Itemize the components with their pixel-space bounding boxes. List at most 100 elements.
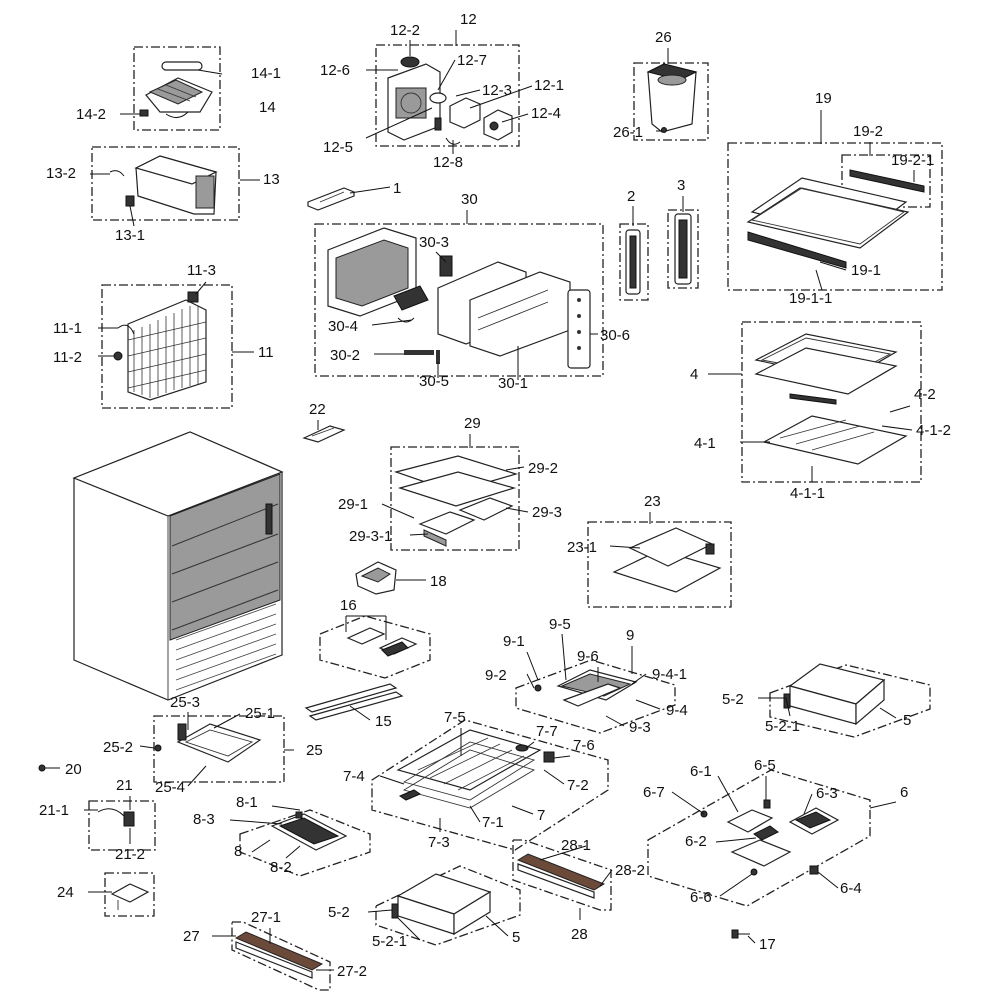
refrigerator-cabinet [72,431,284,701]
box-21 [88,800,156,851]
box-5-bottom [375,865,521,946]
part-label-29-1: 29-1 [338,496,368,513]
part-label-30-6: 30-6 [600,327,630,344]
part-label-27: 27 [183,928,200,945]
part-label-8: 8 [234,843,242,860]
part-label-27-2: 27-2 [337,963,367,980]
part-label-9-2: 9-2 [485,667,507,684]
box-16 [319,615,431,679]
box-26 [633,62,709,141]
part-label-7-3: 7-3 [428,834,450,851]
part-27-trim [234,931,324,979]
part-label-6-3: 6-3 [816,785,838,802]
part-label-12-3: 12-3 [482,82,512,99]
part-9-drawer-rail [534,669,638,707]
part-label-21-2: 21-2 [115,846,145,863]
part-label-17: 17 [759,936,776,953]
part-19-shelf [746,169,925,269]
part-label-30-3: 30-3 [419,234,449,251]
part-label-9-4: 9-4 [666,702,688,719]
part-4-shelf [754,333,908,465]
part-label-11-3: 11-3 [187,262,216,279]
part-label-19-2: 19-2 [853,123,883,140]
part-label-25-4: 25-4 [155,779,185,796]
part-label-30-2: 30-2 [330,347,360,364]
part-label-12-8: 12-8 [433,154,463,171]
part-label-9-6: 9-6 [577,648,599,665]
part-label-30-5: 30-5 [419,373,449,390]
part-label-12-4: 12-4 [531,105,561,122]
part-label-13-1: 13-1 [115,227,145,244]
part-label-5-2-1b: 5-2-1 [372,933,407,950]
part-label-22: 22 [309,401,326,418]
leader-lines [54,30,915,971]
part-label-7-5: 7-5 [444,709,466,726]
box-11 [101,284,233,409]
box-2 [619,223,649,301]
part-21-wire [97,808,135,827]
part-label-6-4: 6-4 [840,880,862,897]
part-label-29-3: 29-3 [532,504,562,521]
part-label-6-6: 6-6 [690,889,712,906]
part-label-6-1: 6-1 [690,763,712,780]
part-label-18: 18 [430,573,447,590]
part-label-19-1-1: 19-1-1 [789,290,832,307]
part-label-11: 11 [258,344,274,361]
part-23-drawer [612,527,722,593]
part-18-bracket [355,561,397,595]
box-29 [390,446,520,551]
part-label-21-1: 21-1 [39,802,69,819]
part-3-strip [674,213,692,285]
part-label-25-2: 25-2 [103,739,133,756]
part-label-8-3: 8-3 [193,811,215,828]
part-label-20: 20 [65,761,82,778]
box-12 [375,44,520,147]
part-label-15: 15 [375,713,392,730]
part-label-13: 13 [263,171,280,188]
part-label-6-5: 6-5 [754,757,776,774]
part-label-7-4: 7-4 [343,768,365,785]
box-23 [587,521,732,608]
part-label-5-2a: 5-2 [722,691,744,708]
part-1-bracket [307,187,355,211]
box-3 [667,209,699,289]
part-label-23: 23 [644,493,661,510]
part-24-plate [110,883,150,910]
part-label-11-1: 11-1 [53,320,82,337]
box-27 [231,921,331,991]
part-label-6: 6 [900,784,908,801]
box-24 [104,872,155,917]
part-label-23-1: 23-1 [567,539,597,556]
part-label-8-2: 8-2 [270,859,292,876]
part-label-25: 25 [306,742,323,759]
part-label-30-1: 30-1 [498,375,528,392]
part-label-24: 24 [57,884,74,901]
part-16-rollers [346,627,418,657]
part-label-12-6: 12-6 [320,62,350,79]
part-label-3: 3 [677,177,685,194]
box-13 [91,146,240,221]
box-8 [239,809,371,877]
part-28-trim [516,853,606,899]
part-8-rail [270,811,348,851]
box-19 [727,142,943,291]
part-label-9-1: 9-1 [503,633,525,650]
part-label-30-4: 30-4 [328,318,358,335]
part-label-5b: 5 [512,929,520,946]
part-label-25-1: 25-1 [245,705,275,722]
part-label-14-2: 14-2 [76,106,106,123]
part-label-12-1: 12-1 [534,77,564,94]
part-label-6-7: 6-7 [643,784,665,801]
part-label-7: 7 [537,807,545,824]
part-label-29-3-1: 29-3-1 [349,528,392,545]
part-label-19-1: 19-1 [851,262,881,279]
part-label-4-1-1: 4-1-1 [790,485,825,502]
part-label-7-2: 7-2 [567,777,589,794]
part-label-14: 14 [259,99,276,116]
part-label-2: 2 [627,188,635,205]
part-label-30: 30 [461,191,478,208]
part-label-27-1: 27-1 [251,909,281,926]
part-11-evaporator [113,291,207,401]
part-7-basket [396,729,555,809]
